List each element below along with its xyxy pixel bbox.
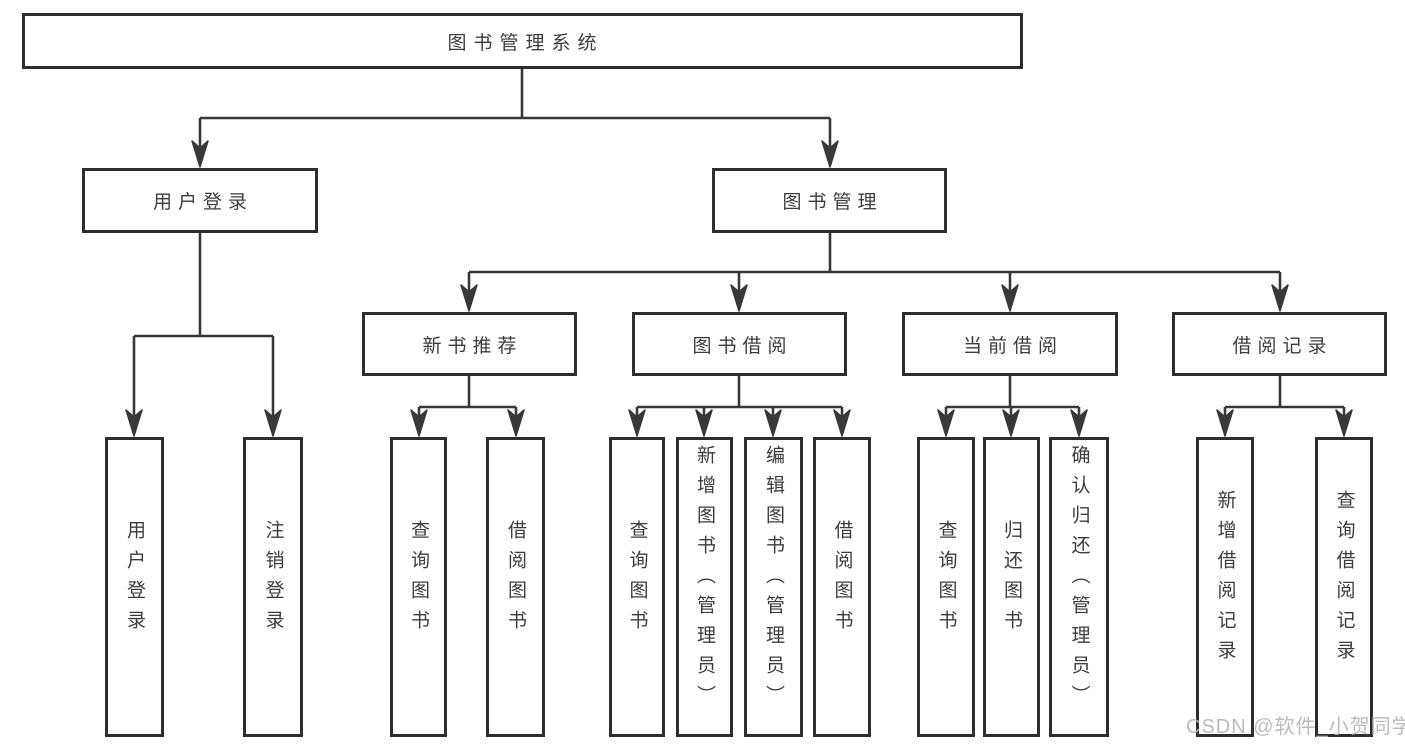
edge-arrowhead — [937, 409, 955, 437]
node-user-login: 用户登录 — [82, 168, 318, 233]
node-leaf-borrow-books-recommend: 借阅图书 — [486, 437, 545, 737]
node-leaf-logout: 注销登录 — [243, 437, 303, 737]
node-leaf-add-borrow-record: 新增借阅记录 — [1196, 437, 1254, 737]
edge-arrowhead — [1271, 284, 1289, 312]
node-leaf-query-borrow-record: 查询借阅记录 — [1315, 437, 1373, 737]
node-new-book-recommend: 新书推荐 — [362, 312, 577, 376]
edge-arrowhead — [507, 409, 525, 437]
node-book-management: 图书管理 — [712, 168, 947, 233]
node-leaf-confirm-return-admin: 确认归还（管理员） — [1049, 437, 1109, 737]
edge-arrowhead — [410, 409, 428, 437]
node-leaf-add-books-admin: 新增图书（管理员） — [676, 437, 733, 737]
edge-arrowhead — [1216, 409, 1234, 437]
edge-arrowhead — [764, 409, 782, 437]
edge-arrowhead — [1335, 409, 1353, 437]
node-leaf-query-books-borrowing: 查询图书 — [609, 437, 665, 737]
edge-arrowhead — [125, 409, 143, 437]
node-leaf-query-books-current: 查询图书 — [917, 437, 975, 737]
edge-arrowhead — [821, 140, 839, 168]
node-root: 图书管理系统 — [22, 13, 1023, 69]
node-leaf-borrow-books-borrowing: 借阅图书 — [813, 437, 871, 737]
node-leaf-edit-books-admin: 编辑图书（管理员） — [744, 437, 803, 737]
node-current-borrowing: 当前借阅 — [902, 312, 1118, 376]
watermark-text: CSDN @软件_小贺同学 — [1186, 716, 1405, 738]
node-book-borrowing: 图书借阅 — [632, 312, 847, 376]
edge-arrowhead — [191, 140, 209, 168]
node-leaf-user-login: 用户登录 — [105, 437, 164, 737]
node-leaf-return-books: 归还图书 — [983, 437, 1040, 737]
edge-arrowhead — [1001, 284, 1019, 312]
edge-arrowhead — [695, 409, 713, 437]
edge-arrowhead — [264, 409, 282, 437]
edge-arrowhead — [1002, 409, 1020, 437]
edge-arrowhead — [628, 409, 646, 437]
edge-arrowhead — [730, 284, 748, 312]
node-leaf-query-books-recommend: 查询图书 — [390, 437, 447, 737]
edge-arrowhead — [460, 284, 478, 312]
edge-arrowhead — [833, 409, 851, 437]
node-borrowing-records: 借阅记录 — [1172, 312, 1387, 376]
edge-arrowhead — [1070, 409, 1088, 437]
